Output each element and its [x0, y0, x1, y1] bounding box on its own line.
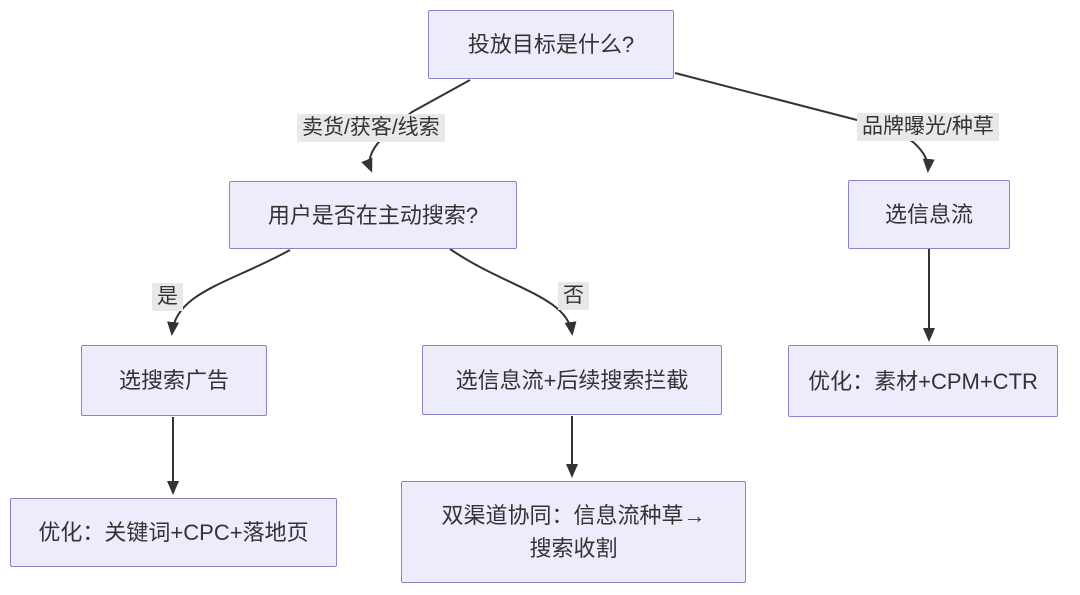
node-search-question: 用户是否在主动搜索?	[229, 181, 517, 249]
node-optimize-feed: 优化：素材+CPM+CTR	[788, 345, 1058, 417]
node-optimize-search: 优化：关键词+CPC+落地页	[10, 498, 337, 567]
node-choose-feed-intercept: 选信息流+后续搜索拦截	[422, 345, 722, 415]
edge-question-yes-to-search-ads	[167, 249, 291, 336]
edge-label-brand-exposure: 品牌曝光/种草	[857, 113, 999, 142]
node-dual-channel: 双渠道协同：信息流种草→ 搜索收割	[401, 481, 746, 583]
node-goal: 投放目标是什么?	[428, 10, 674, 79]
edge-label-no: 否	[558, 282, 589, 311]
edge-label-sell-goods: 卖货/获客/线索	[297, 114, 445, 143]
edge-question-no-to-feed-intercept	[449, 248, 577, 336]
edge-label-yes: 是	[152, 283, 183, 312]
node-choose-feed: 选信息流	[848, 180, 1010, 249]
node-choose-search-ads: 选搜索广告	[81, 345, 267, 416]
